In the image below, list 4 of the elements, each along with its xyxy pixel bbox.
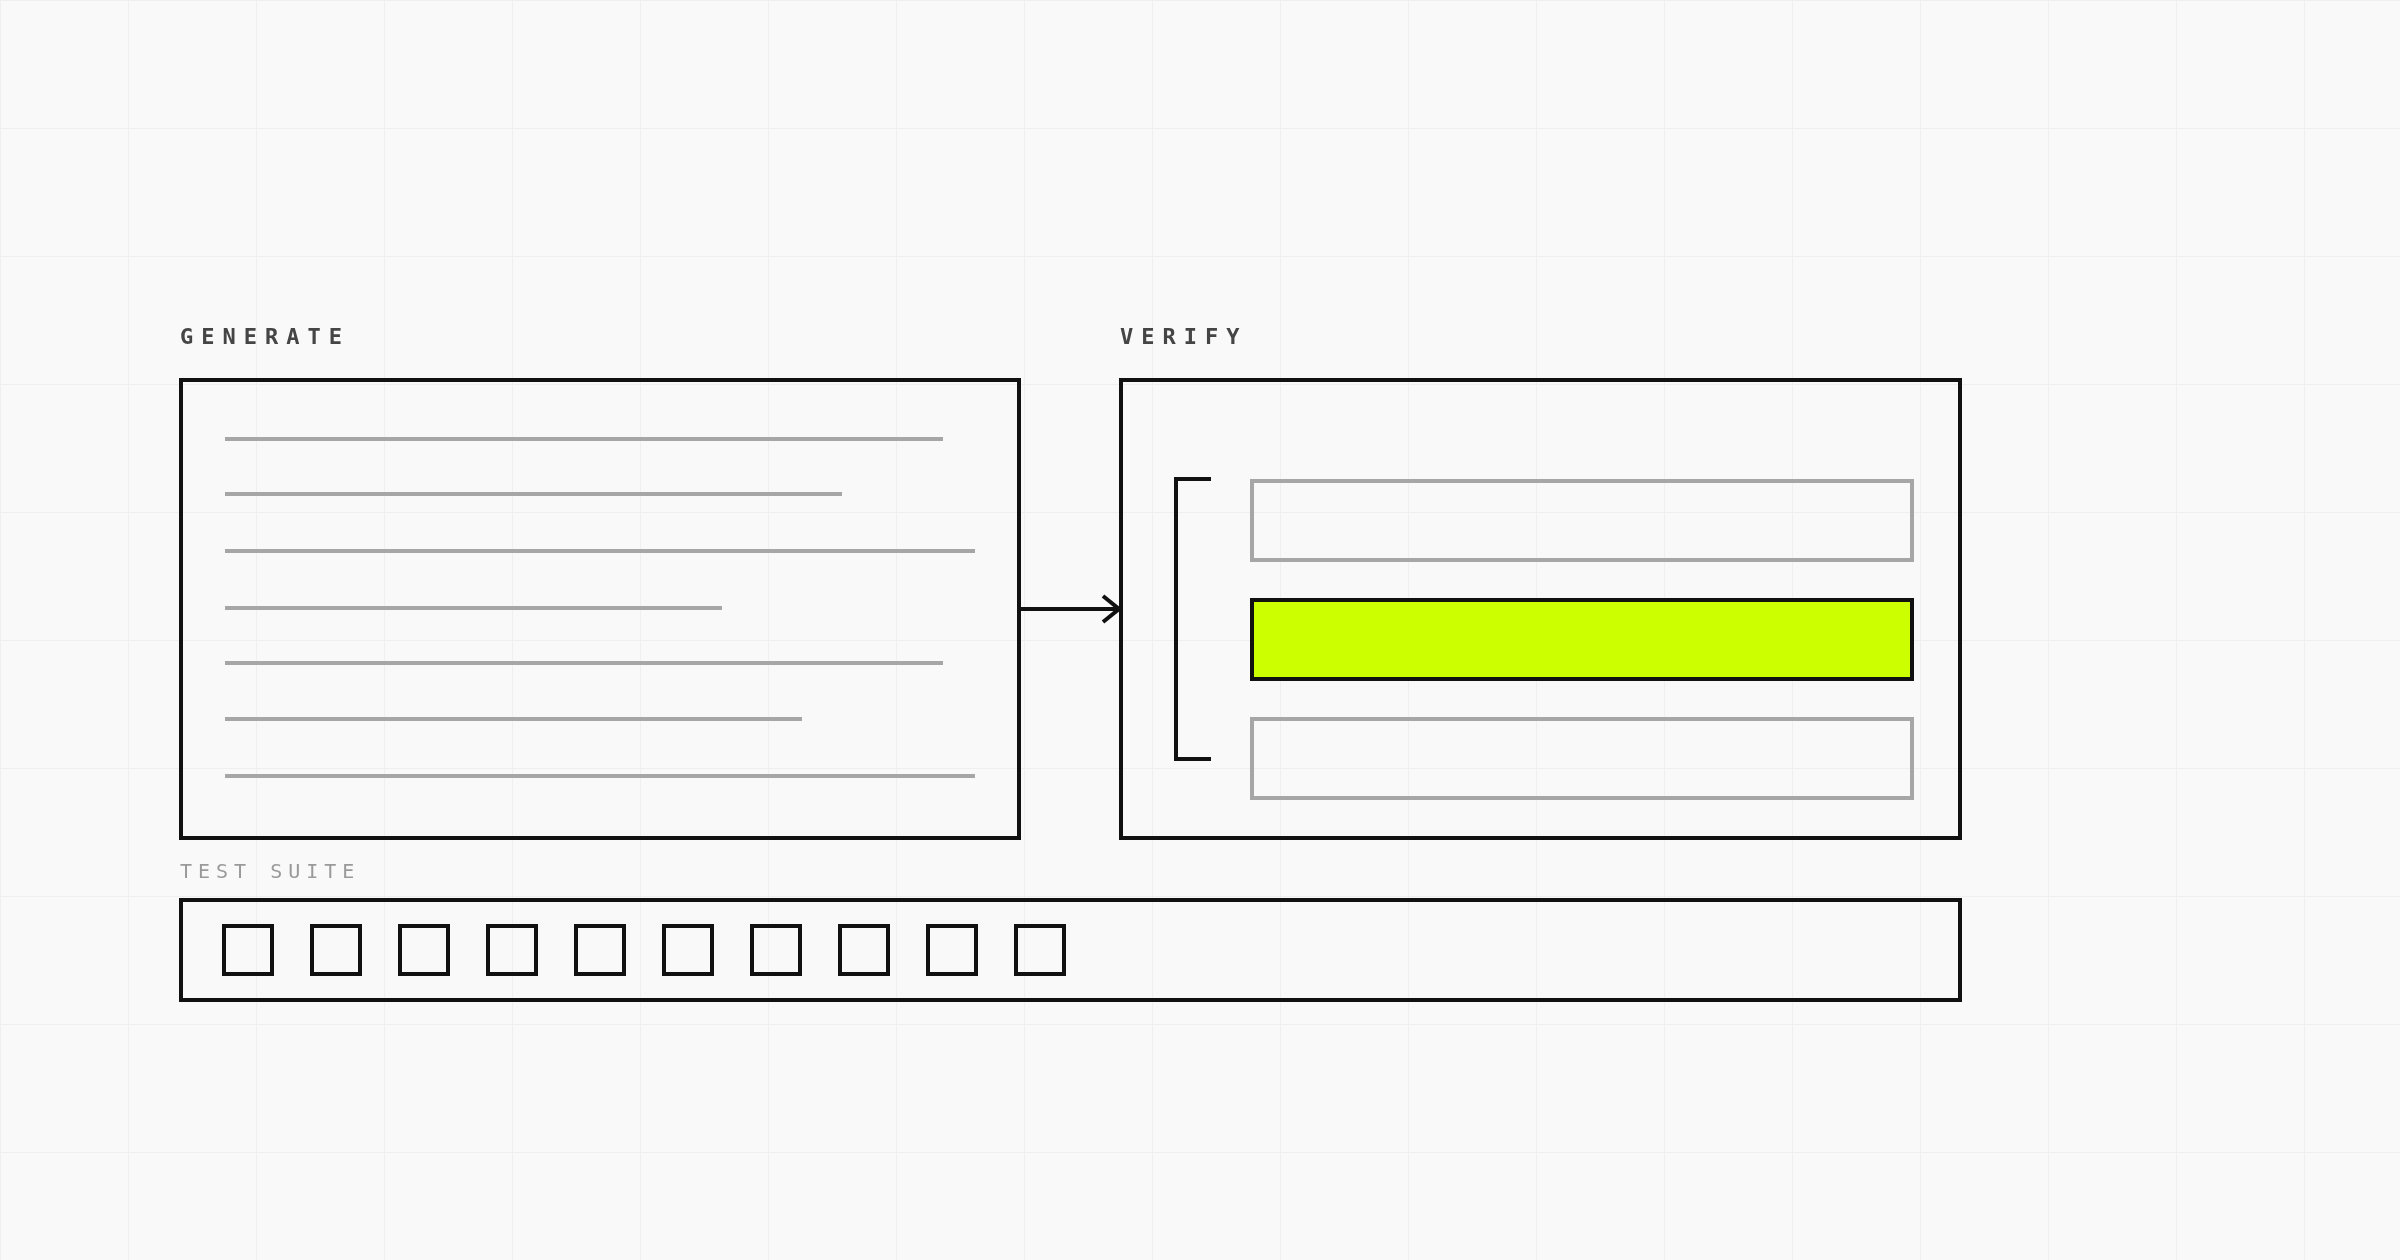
section-heading: VERIFY <box>1120 326 1248 348</box>
section-heading: GENERATE <box>180 326 350 348</box>
section-heading: TEST SUITE <box>180 861 361 881</box>
arrow <box>1021 594 1121 624</box>
